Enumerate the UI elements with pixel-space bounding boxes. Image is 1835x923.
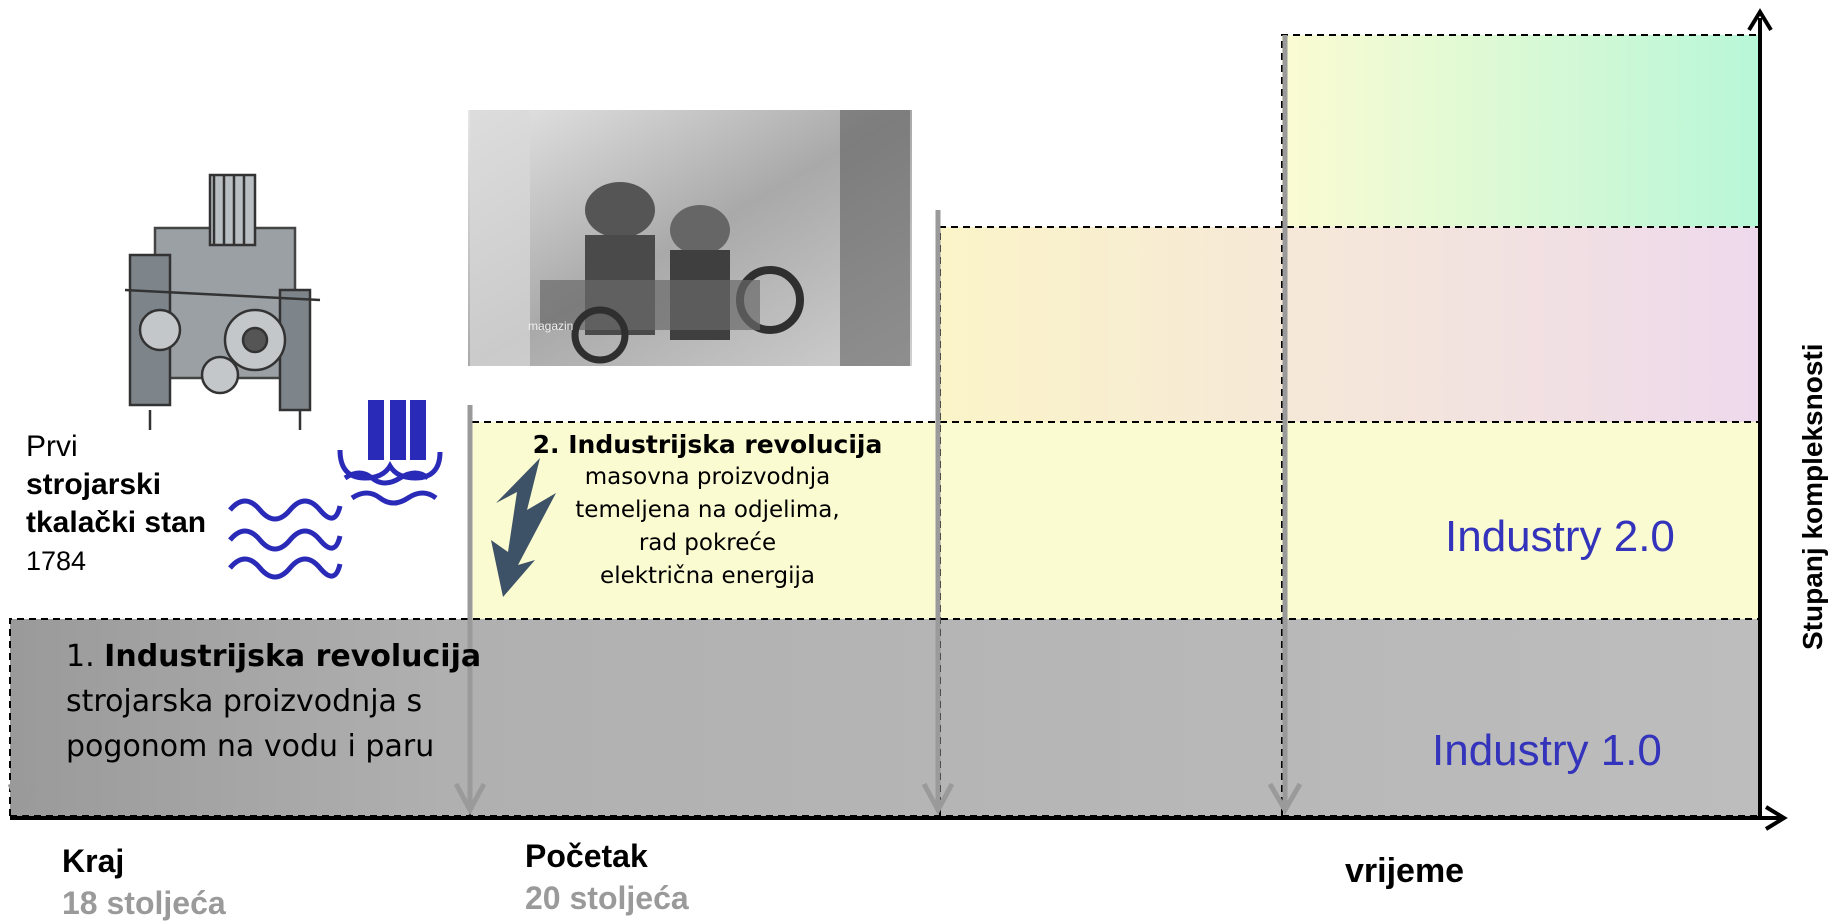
revolution-2-line-3: rad pokreće (638, 530, 777, 556)
y-axis-label: Stupanj kompleksnosti (1797, 343, 1828, 651)
era-1-label: Kraj (62, 843, 125, 879)
revolution-1-title: Industrijska revolucija (104, 639, 482, 674)
revolution-1-number: 1. (66, 639, 95, 674)
loom-caption-bold-2: tkalački stan (26, 506, 207, 539)
loom-caption-year: 1784 (26, 546, 87, 576)
revolution-2-description: 2. Industrijska revolucija masovna proiz… (475, 428, 940, 593)
era-arrows (7, 35, 1303, 816)
level-1-band (10, 619, 1758, 816)
revolution-2-title: 2. Industrijska revolucija (532, 430, 883, 459)
loom-caption-prefix: Prvi (26, 430, 78, 463)
level-4-band (1282, 35, 1758, 227)
loom-caption-bold-1: strojarski (26, 468, 162, 501)
revolution-1-text: strojarska proizvodnja s pogonom na vodu… (66, 684, 435, 764)
level-2-band (470, 422, 1758, 619)
electricity-lightning-icon (491, 458, 556, 597)
water-waves-icon (228, 498, 343, 580)
industry-2-label: Industry 2.0 (1445, 512, 1675, 561)
photo-watermark: magazin (528, 319, 573, 333)
revolution-2-line-2: temeljena na odjelima, (575, 497, 840, 523)
loom-illustration (124, 173, 321, 430)
era-2-sub: 20 stoljeća (525, 880, 689, 916)
loom-caption: Prvi strojarski tkalački stan 1784 (26, 428, 206, 580)
era-end-18th-century: Kraj 18 stoljeća (62, 840, 226, 923)
revolution-2-line-4: električna energija (600, 563, 815, 589)
era-2-label: Početak (525, 838, 648, 874)
factory-photo: magazin (468, 110, 912, 366)
level-3-band (940, 227, 1758, 422)
revolution-2-line-1: masovna proizvodnja (584, 464, 831, 490)
revolution-1-description: 1. Industrijska revolucija strojarska pr… (66, 634, 486, 769)
era-1-sub: 18 stoljeća (62, 885, 226, 921)
axes (10, 8, 1788, 831)
industry-1-label: Industry 1.0 (1432, 726, 1662, 775)
era-start-20th-century: Početak 20 stoljeća (525, 835, 689, 919)
steam-power-icon (337, 400, 443, 506)
x-axis-label: vrijeme (1345, 852, 1465, 890)
